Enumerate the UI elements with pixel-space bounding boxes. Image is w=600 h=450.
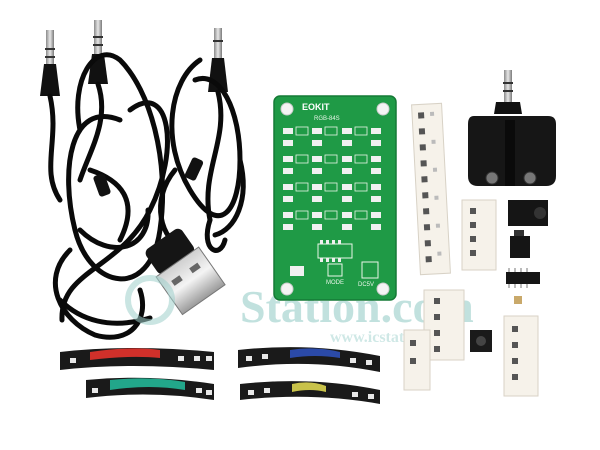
pcb-brand: EOKIT <box>302 102 330 112</box>
small-components <box>403 199 548 397</box>
audio-splitter <box>468 70 556 186</box>
usb-audio-cable <box>145 28 246 316</box>
plug-tip-3 <box>214 28 222 58</box>
led-strip-blue <box>238 347 380 372</box>
plug-body-1 <box>40 64 60 96</box>
plug-tip-1 <box>46 30 54 64</box>
pcb-board: EOKIT RGB-84S MODE DC5V <box>273 95 397 301</box>
pcb-model: RGB-84S <box>314 116 340 122</box>
audio-cable-left <box>40 20 170 340</box>
pcb-mode-label: MODE <box>326 280 344 286</box>
led-strip-yellow <box>240 381 380 404</box>
smd-tape-strip <box>411 102 451 276</box>
usb-plug <box>145 228 226 316</box>
pcb-dc-label: DC5V <box>358 282 374 288</box>
led-strip-green <box>86 377 214 400</box>
led-strip-red <box>60 348 214 370</box>
pcb-led-pads <box>283 128 381 230</box>
